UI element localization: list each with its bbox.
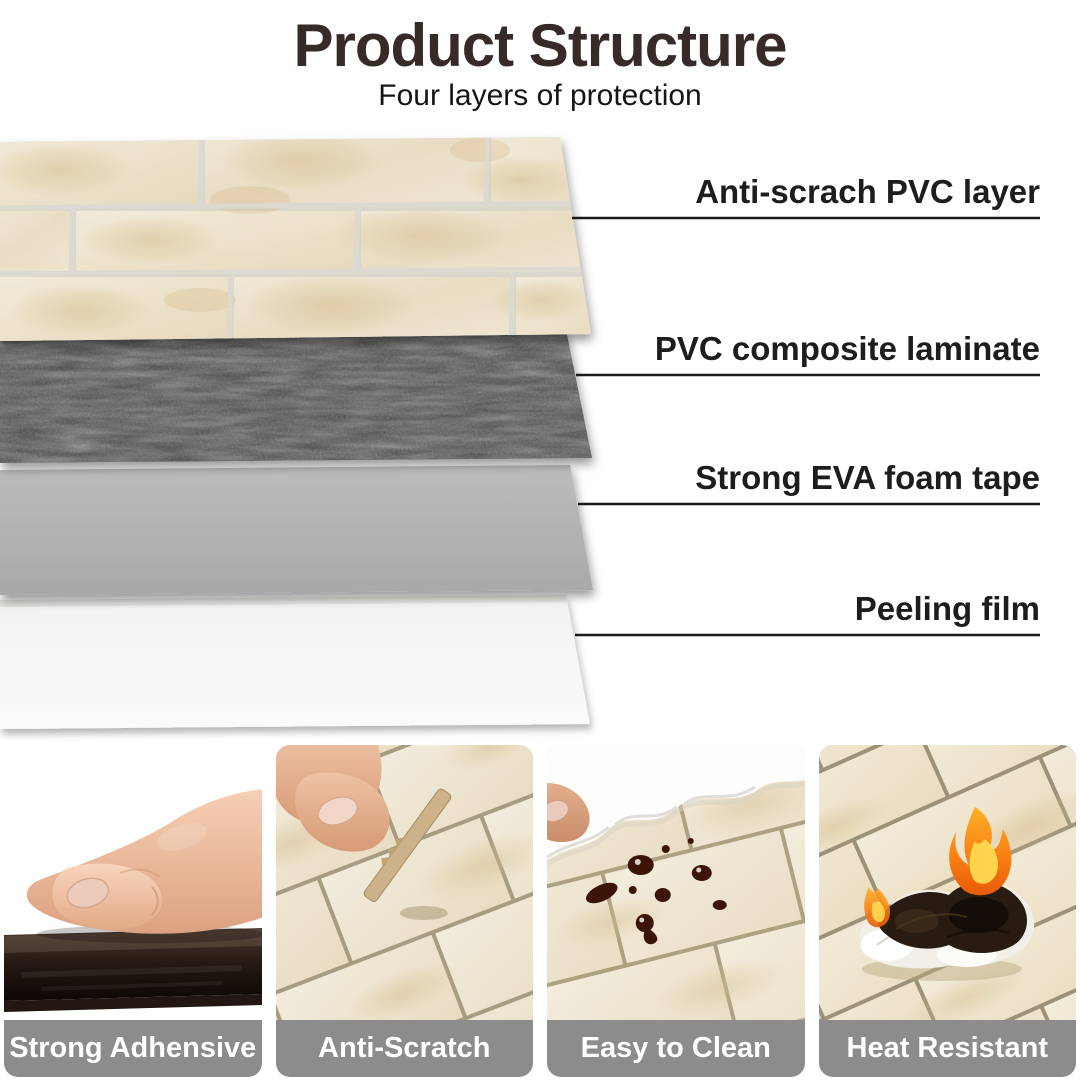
layer-stack-graphic — [0, 137, 1040, 729]
burning-paper-on-tile-photo — [818, 745, 1076, 1020]
layer-label-eva-foam: Strong EVA foam tape — [695, 459, 1040, 496]
layer-shape-pvc-tile — [0, 137, 591, 341]
key-scratching-tile-photo — [275, 745, 533, 1020]
layer-label-peeling-film: Peeling film — [854, 590, 1040, 627]
layer-shape-peeling-film — [0, 595, 590, 729]
grout-lines — [0, 137, 591, 341]
feature-caption-heat-resistant: Heat Resistant — [818, 1020, 1076, 1077]
page-subtitle: Four layers of protection — [378, 79, 702, 112]
feature-caption-easy-to-clean: Easy to Clean — [547, 1020, 805, 1077]
header: Product Structure Four layers of protect… — [0, 14, 1080, 113]
feature-caption-strong-adhesive: Strong Adhensive — [4, 1020, 262, 1077]
layer-label-anti-scratch-pvc: Anti-scrach PVC layer — [695, 173, 1040, 210]
feature-cards: Strong Adhensive — [4, 745, 1076, 1077]
towel-wiping-spill-photo — [547, 745, 805, 1020]
page-title: Product Structure — [293, 12, 787, 79]
leader-lines — [572, 216, 1040, 637]
feature-card-anti-scratch: Anti-Scratch — [275, 745, 533, 1077]
feature-caption-anti-scratch: Anti-Scratch — [275, 1020, 533, 1077]
layer-diagram: Anti-scrach PVC layer PVC composite lami… — [0, 137, 1040, 729]
hand-pressing-adhesive-photo — [4, 745, 262, 1020]
feature-card-easy-to-clean: Easy to Clean — [547, 745, 805, 1077]
layer-label-composite-laminate: PVC composite laminate — [654, 330, 1040, 367]
layer-shape-laminate — [0, 330, 592, 463]
layer-shape-eva-foam — [0, 465, 593, 595]
feature-card-heat-resistant: Heat Resistant — [818, 745, 1076, 1077]
feature-card-strong-adhesive: Strong Adhensive — [4, 745, 262, 1077]
